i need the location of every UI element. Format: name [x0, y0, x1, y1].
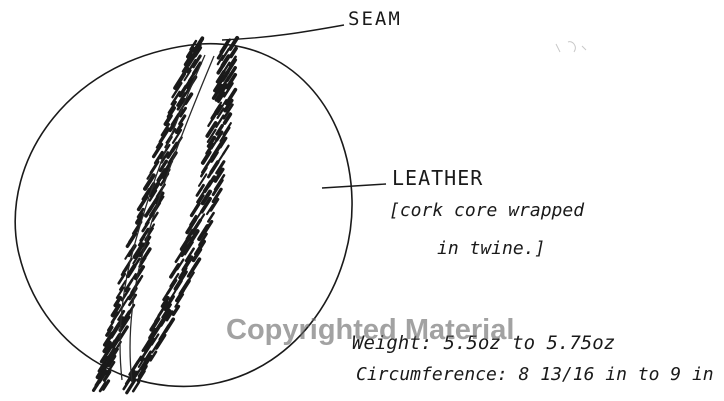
copyright-watermark: Copyrighted Material	[226, 314, 514, 347]
seam-hatch-stroke	[166, 116, 171, 124]
core-note-line-2: in twine.]	[437, 238, 545, 259]
seam-hatch-stroke	[103, 381, 108, 389]
leather-label: LEATHER	[392, 166, 483, 190]
seam-hatch-stroke	[192, 204, 199, 216]
faint-marks	[556, 42, 586, 52]
seam-leader-line	[222, 25, 344, 40]
leather-leader-line	[322, 184, 386, 188]
circumference-label: Circumference: 8 13/16 in to 9 in	[356, 364, 714, 385]
core-note-line-1: [cork core wrapped	[389, 200, 584, 221]
seam-hatch-stroke	[211, 152, 216, 160]
seam-hatching	[94, 38, 238, 393]
seam-center-line-left	[120, 55, 205, 380]
seam-hatch-stroke	[173, 306, 178, 314]
seam-label: SEAM	[348, 8, 402, 30]
